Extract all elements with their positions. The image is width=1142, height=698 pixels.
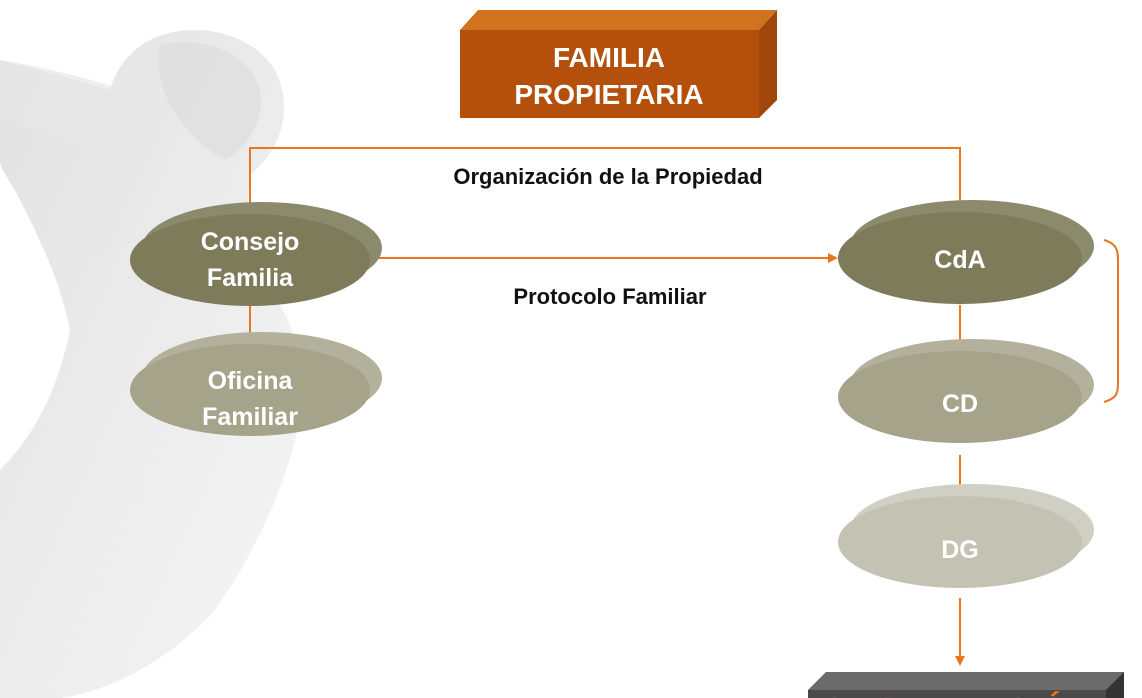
family-protocol-label: Protocolo Familiar: [513, 284, 707, 309]
family-office-disc: Oficina Familiar: [130, 332, 382, 436]
family-council-label-line2: Familia: [207, 264, 294, 292]
owner-family-box: FAMILIA PROPIETARIA: [460, 10, 777, 118]
connector-lines: [249, 147, 1119, 666]
family-office-label-line2: Familiar: [202, 403, 298, 431]
ownership-organization-label: Organización de la Propiedad: [453, 164, 762, 189]
organization-box-panel: [808, 690, 1106, 698]
general-manager-label: DG: [941, 536, 979, 564]
family-office-label-line1: Oficina: [208, 367, 294, 395]
board-label: CdA: [934, 246, 985, 274]
family-council-disc: Consejo Familia: [130, 202, 382, 306]
general-manager-disc: DG: [838, 484, 1094, 588]
owner-family-label-line2: PROPIETARIA: [514, 79, 703, 110]
management-committee-label: CD: [942, 390, 978, 418]
family-council-label-line1: Consejo: [201, 228, 300, 256]
owner-family-label-line1: FAMILIA: [553, 42, 665, 73]
management-committee-disc: CD: [838, 339, 1094, 443]
ownership-connector-line: [249, 147, 961, 210]
board-disc: CdA: [838, 200, 1094, 304]
board-committee-bracket: [1103, 239, 1119, 403]
